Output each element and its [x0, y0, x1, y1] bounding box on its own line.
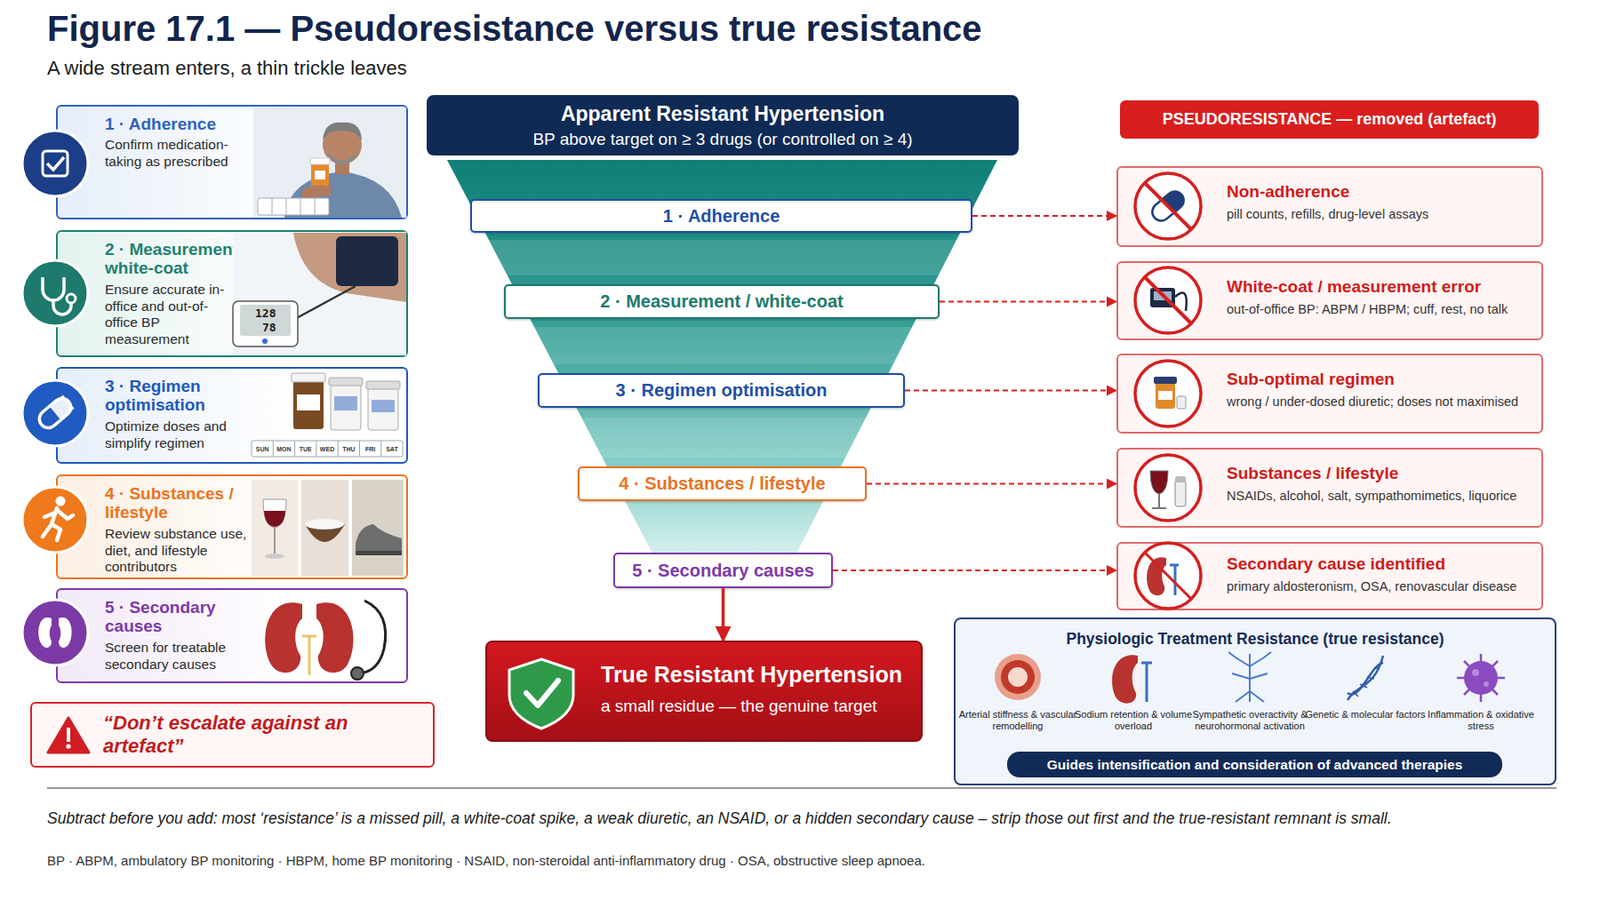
node-heading: Sub-optimal regimen	[1226, 369, 1542, 390]
display-reading: 78	[262, 321, 277, 334]
node-text: Review substance use, diet, and lifestyl…	[104, 526, 256, 576]
header-box: Apparent Resistant HypertensionBP above …	[426, 95, 1019, 156]
day-label: TUE	[295, 446, 317, 453]
funnel-band	[568, 417, 877, 458]
node-text: a small residue — the genuine target	[600, 696, 921, 717]
warning-box: “Don’t escalate against an artefact”	[30, 702, 435, 768]
node-text: Screen for treatable secondary causes	[104, 640, 261, 673]
info-panel: Physiologic Treatment Resistance (true r…	[953, 617, 1557, 786]
artefact-box: Substances / lifestyleNSAIDs, alcohol, s…	[1116, 448, 1544, 528]
node-heading: Physiologic Treatment Resistance (true r…	[955, 630, 1555, 649]
node-heading: 3 · Regimen optimisation	[104, 376, 270, 416]
node-heading: Guides intensification and consideration…	[1047, 757, 1464, 774]
day-label: FRI	[360, 446, 382, 453]
connector	[721, 588, 726, 641]
artefact-box: Sub-optimal regimen wrong / under-dosed d…	[1116, 353, 1544, 434]
rule-line	[47, 788, 1557, 790]
step-card: 3 · Regimen optimisationOptimize doses a…	[56, 367, 408, 464]
mechanism-label: Inflammation & oxidative stress	[1414, 709, 1548, 732]
node-text: wrong / under-dosed diuretic; doses not …	[1226, 394, 1540, 410]
figure-title: Figure 17.1 — Pseudoresistance versus tr…	[47, 8, 983, 49]
funnel-band	[524, 327, 921, 365]
node-heading: 4 · Substances / lifestyle	[618, 473, 825, 495]
mechanism-label: Arterial stiffness & vascular remodellin…	[951, 709, 1085, 732]
node-heading: “Don’t escalate against an artefact”	[103, 712, 433, 759]
day-label: SUN	[251, 446, 273, 453]
filter-bar: 2 · Measurement / white-coat	[504, 284, 940, 320]
funnel	[447, 160, 998, 556]
node-heading: 2 · Measurement / white-coat	[104, 240, 270, 279]
filter-bar: 5 · Secondary causes	[613, 552, 833, 589]
node-heading: 1 · Adherence	[104, 114, 270, 134]
mechanism-label: Sodium retention & volume overload	[1066, 709, 1200, 732]
step-card: 4 · Substances / lifestyleReview substan…	[56, 474, 408, 580]
node-heading: Substances / lifestyle	[1226, 464, 1542, 484]
artefact-box: White-coat / measurement error out-of-off…	[1116, 261, 1544, 341]
node-text: Confirm medication-taking as prescribed	[104, 136, 261, 170]
step-card: 5 · Secondary causesScreen for treatable…	[56, 588, 408, 684]
node-heading: 5 · Secondary causes	[632, 560, 815, 582]
footnote: BP · ABPM, ambulatory BP monitoring · HB…	[47, 853, 926, 869]
artefact-box: Secondary cause identified primary aldost…	[1116, 542, 1544, 611]
node-heading: 1 · Adherence	[663, 206, 781, 227]
result-box: True Resistant Hypertension a small resid…	[485, 640, 923, 743]
filter-bar: 4 · Substances / lifestyle	[577, 466, 867, 502]
node-text: BP above target on ≥ 3 drugs (or control…	[426, 129, 1019, 150]
step-card: 2 · Measurement / white-coatEnsure accur…	[56, 230, 408, 358]
day-label: MON	[272, 446, 295, 453]
node-heading: True Resistant Hypertension	[600, 662, 921, 688]
node-heading: Non-adherence	[1226, 182, 1542, 202]
node-heading: Secondary cause identified	[1226, 554, 1542, 575]
display-reading: 128	[255, 307, 276, 320]
node-heading: 3 · Regimen optimisation	[616, 380, 828, 401]
node-heading: 5 · Secondary causes	[104, 598, 270, 637]
mechanism-label: Genetic & molecular factors	[1298, 709, 1432, 721]
node-text: out-of-office BP: ABPM / HBPM; cuff, res…	[1226, 302, 1540, 318]
note-pill: Guides intensification and consideration…	[1007, 752, 1503, 778]
day-label: SAT	[381, 446, 403, 453]
day-label: THU	[337, 446, 360, 453]
funnel-band	[480, 240, 966, 276]
artefact-box: Non-adherence pill counts, refills, drug-…	[1116, 166, 1544, 248]
node-text: pill counts, refills, drug-level assays	[1226, 207, 1540, 223]
node-text: NSAIDs, alcohol, salt, sympathomimetics,…	[1226, 488, 1540, 504]
node-heading: Apparent Resistant Hypertension	[426, 102, 1019, 127]
subtitle: A wide stream enters, a thin trickle lea…	[47, 56, 408, 80]
caption: Subtract before you add: most ‘resistanc…	[47, 809, 1594, 829]
connector	[939, 301, 1117, 304]
node-heading: 2 · Measurement / white-coat	[600, 291, 843, 312]
category-header: PSEUDORESISTANCE — removed (artefact)	[1120, 100, 1539, 139]
node-heading: PSEUDORESISTANCE — removed (artefact)	[1162, 110, 1497, 129]
filter-bar: 1 · Adherence	[470, 199, 973, 233]
connector	[904, 390, 1117, 392]
node-heading: White-coat / measurement error	[1226, 277, 1542, 297]
day-label: WED	[316, 446, 338, 453]
node-text: primary aldosteronism, OSA, renovascular…	[1226, 579, 1540, 595]
filter-bar: 3 · Regimen optimisation	[537, 373, 905, 408]
mechanism-label: Sympathetic overactivity & neurohormonal…	[1183, 709, 1317, 732]
connector	[972, 215, 1117, 217]
connector	[832, 569, 1117, 572]
node-text: Optimize doses and simplify regimen	[104, 418, 261, 452]
node-text: Ensure accurate in-office and out-of-off…	[104, 281, 239, 348]
node-heading: 4 · Substances / lifestyle	[104, 484, 270, 523]
step-card: 1 · AdherenceConfirm medication-taking a…	[56, 104, 408, 220]
connector	[866, 483, 1117, 486]
